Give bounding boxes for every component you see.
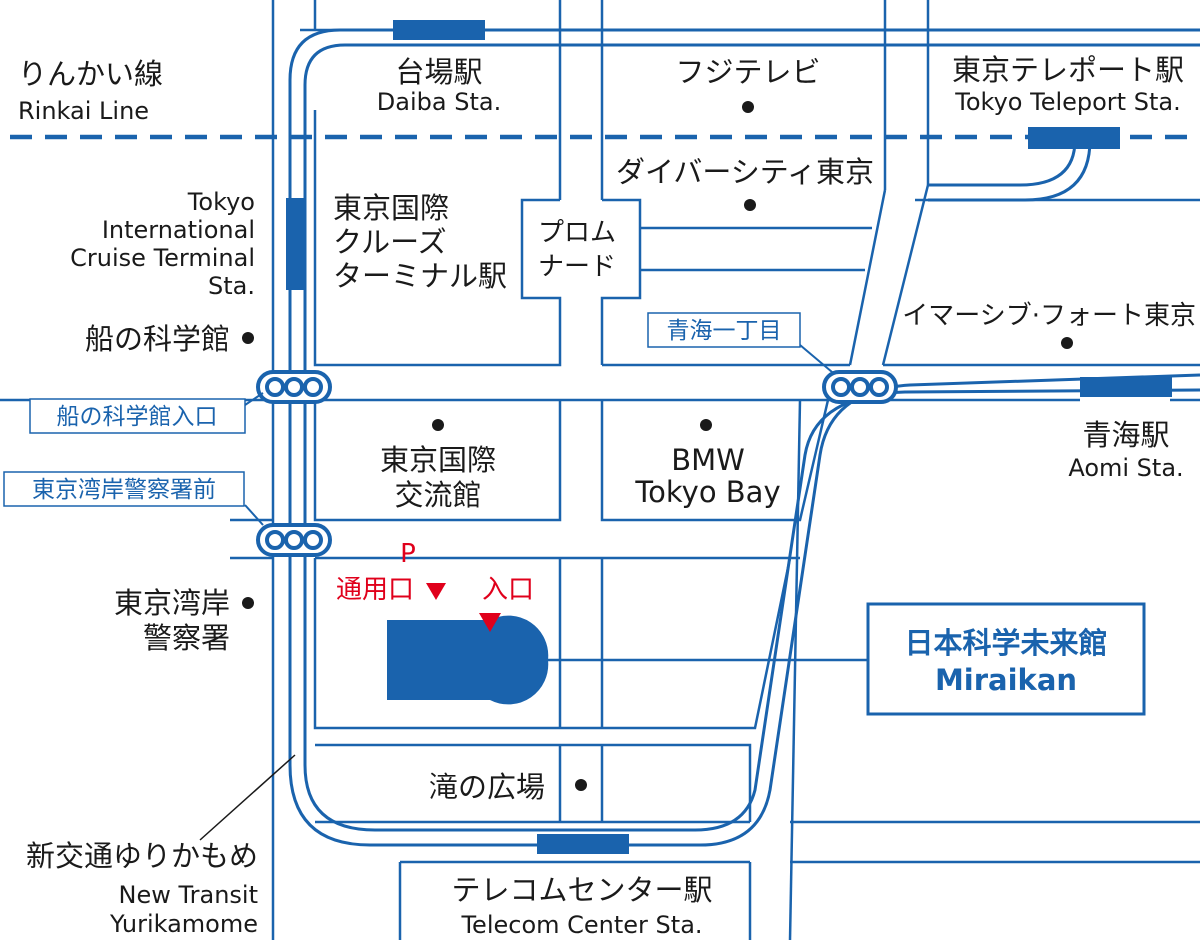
- telecom-center-ja: テレコムセンター駅: [451, 873, 712, 907]
- police-line1: 東京湾岸: [114, 586, 230, 620]
- aomi-itchome-box: [647, 312, 801, 348]
- bmw-dot: [700, 419, 712, 431]
- parking-label: P: [400, 539, 416, 569]
- diver-city-dot: [744, 199, 756, 211]
- ship-museum-dot: [242, 332, 254, 344]
- rinkai-line-label-ja: りんかい線: [18, 57, 163, 91]
- aomi-station-marker: [1080, 377, 1172, 397]
- yurikamome-label-en1: New Transit: [119, 881, 258, 909]
- signal-leader-lines: [244, 344, 833, 526]
- rinkai-teleport-curve: [928, 139, 1077, 187]
- miraikan-name-en: Miraikan: [935, 663, 1077, 697]
- daiba-station-ja: 台場駅: [395, 55, 482, 89]
- venus-fort-dot: [1061, 337, 1073, 349]
- aomi-station-en: Aomi Sta.: [1068, 454, 1183, 482]
- fuji-tv-label: フジテレビ: [675, 55, 820, 89]
- police-front-box: [3, 471, 245, 507]
- tokyo-teleport-en: Tokyo Teleport Sta.: [954, 88, 1180, 116]
- cruise-terminal-ja-1: 東京国際: [333, 191, 449, 225]
- cruise-terminal-en-1: Tokyo: [187, 188, 255, 216]
- promenade-line1: プロム: [538, 218, 616, 248]
- entrance-marker: [479, 613, 501, 632]
- yurikamome-label-en2: Yurikamome: [109, 910, 258, 938]
- staff-entrance-label: 通用口: [336, 575, 414, 605]
- miraikan-name-ja: 日本科学未来館: [904, 626, 1107, 660]
- daiba-station-marker: [393, 20, 485, 40]
- tokyo-teleport-station-marker: [1028, 127, 1120, 149]
- ship-museum-entrance-box: [29, 398, 246, 434]
- signal-aomi-itchome: [822, 370, 898, 404]
- bmw-line2: Tokyo Bay: [634, 475, 780, 509]
- daiba-station-en: Daiba Sta.: [377, 88, 501, 116]
- rinkai-line-label-en: Rinkai Line: [18, 97, 149, 125]
- yurikamome-label-ja: 新交通ゆりかもめ: [26, 839, 258, 873]
- signal-ship-museum-entrance: [256, 370, 332, 404]
- telecom-center-en: Telecom Center Sta.: [460, 911, 702, 939]
- cruise-terminal-station-marker: [286, 198, 306, 290]
- rinkai-teleport-curve-inner: [928, 139, 1092, 202]
- diver-city-label: ダイバーシティ東京: [616, 155, 874, 189]
- signal-police-front: [256, 523, 332, 557]
- ship-museum-label: 船の科学館: [85, 322, 230, 356]
- cruise-terminal-en-4: Sta.: [208, 272, 255, 300]
- cruise-terminal-en-3: Cruise Terminal: [70, 244, 255, 272]
- aomi-itchome-label: 青海一丁目: [667, 318, 782, 344]
- promenade-line2: ナード: [538, 252, 616, 282]
- telecom-center-station-marker: [537, 834, 629, 854]
- landmark-dots: [242, 101, 1073, 791]
- staff-entrance-marker: [426, 583, 446, 600]
- yurikamome-leader: [199, 754, 296, 841]
- venus-fort-label: イマーシブ·フォート東京: [902, 301, 1196, 331]
- cruise-terminal-ja-3: ターミナル駅: [333, 259, 507, 293]
- fuji-tv-dot: [742, 101, 754, 113]
- tokyo-teleport-ja: 東京テレポート駅: [952, 53, 1184, 87]
- aomi-station-ja: 青海駅: [1082, 418, 1169, 452]
- exchange-line1: 東京国際: [380, 443, 496, 477]
- entrance-label: 入口: [482, 575, 534, 605]
- cruise-terminal-ja-2: クルーズ: [333, 225, 447, 259]
- exchange-line2: 交流館: [394, 478, 481, 512]
- yurikamome-track: [288, 28, 1200, 847]
- police-dot: [242, 597, 254, 609]
- bmw-line1: BMW: [671, 443, 745, 477]
- exchange-dot: [432, 419, 444, 431]
- cruise-terminal-en-2: International: [102, 216, 255, 244]
- police-front-label: 東京湾岸警察署前: [32, 477, 216, 503]
- miraikan-building-dome: [490, 615, 549, 705]
- miraikan-label-box: [866, 602, 1146, 716]
- taki-plaza-dot: [575, 779, 587, 791]
- ship-museum-entrance-label: 船の科学館入口: [57, 404, 218, 430]
- taki-plaza-label: 滝の広場: [429, 770, 545, 804]
- police-line2: 警察署: [143, 621, 230, 655]
